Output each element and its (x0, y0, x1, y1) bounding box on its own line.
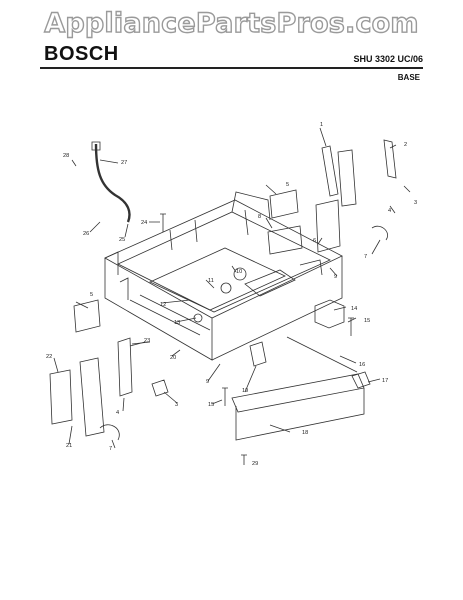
callout-3: 3 (414, 200, 417, 206)
callout-5: 5 (286, 182, 289, 188)
callout-29: 29 (252, 461, 258, 467)
callout-21: 21 (66, 443, 72, 449)
callout-22: 22 (46, 354, 52, 360)
callout-8: 8 (258, 214, 261, 220)
callout-5b: 5 (90, 292, 93, 298)
callout-10: 10 (236, 269, 242, 275)
callout-9b: 9 (206, 379, 209, 385)
callout-28: 28 (63, 153, 69, 159)
callout-19: 19 (242, 388, 248, 394)
watermark: AppliancePartsPros.com (44, 7, 420, 39)
callout-26: 26 (83, 231, 89, 237)
brand-logo: BOSCH (44, 43, 119, 65)
callout-16: 16 (359, 362, 365, 368)
callout-18: 18 (302, 430, 308, 436)
callout-13: 13 (174, 320, 180, 326)
callout-24: 24 (141, 220, 147, 226)
callout-20: 20 (170, 355, 176, 361)
callout-2: 2 (404, 142, 407, 148)
model-number: SHU 3302 UC/06 (353, 54, 423, 64)
callout-25: 25 (119, 237, 125, 243)
callout-9: 9 (334, 274, 337, 280)
callout-11: 11 (208, 278, 214, 284)
diagram-linework (49, 127, 411, 465)
callout-17: 17 (382, 378, 388, 384)
callout-labels: 1 2 3 4 5 6 7 8 9 10 11 12 13 14 15 16 1… (46, 122, 417, 467)
callout-4: 4 (388, 208, 391, 214)
callout-15: 15 (364, 318, 370, 324)
callout-27: 27 (121, 160, 127, 166)
callout-1: 1 (320, 122, 323, 128)
callout-7b: 7 (109, 446, 112, 452)
callout-14: 14 (351, 306, 357, 312)
callout-23: 23 (144, 338, 150, 344)
callout-4b: 4 (116, 410, 119, 416)
callout-3b: 3 (175, 402, 178, 408)
callout-12: 12 (160, 302, 166, 308)
callout-15b: 15 (208, 402, 214, 408)
callout-6: 6 (313, 238, 316, 244)
header-rule (40, 67, 423, 69)
callout-7: 7 (364, 254, 367, 260)
section-title: BASE (397, 73, 420, 82)
